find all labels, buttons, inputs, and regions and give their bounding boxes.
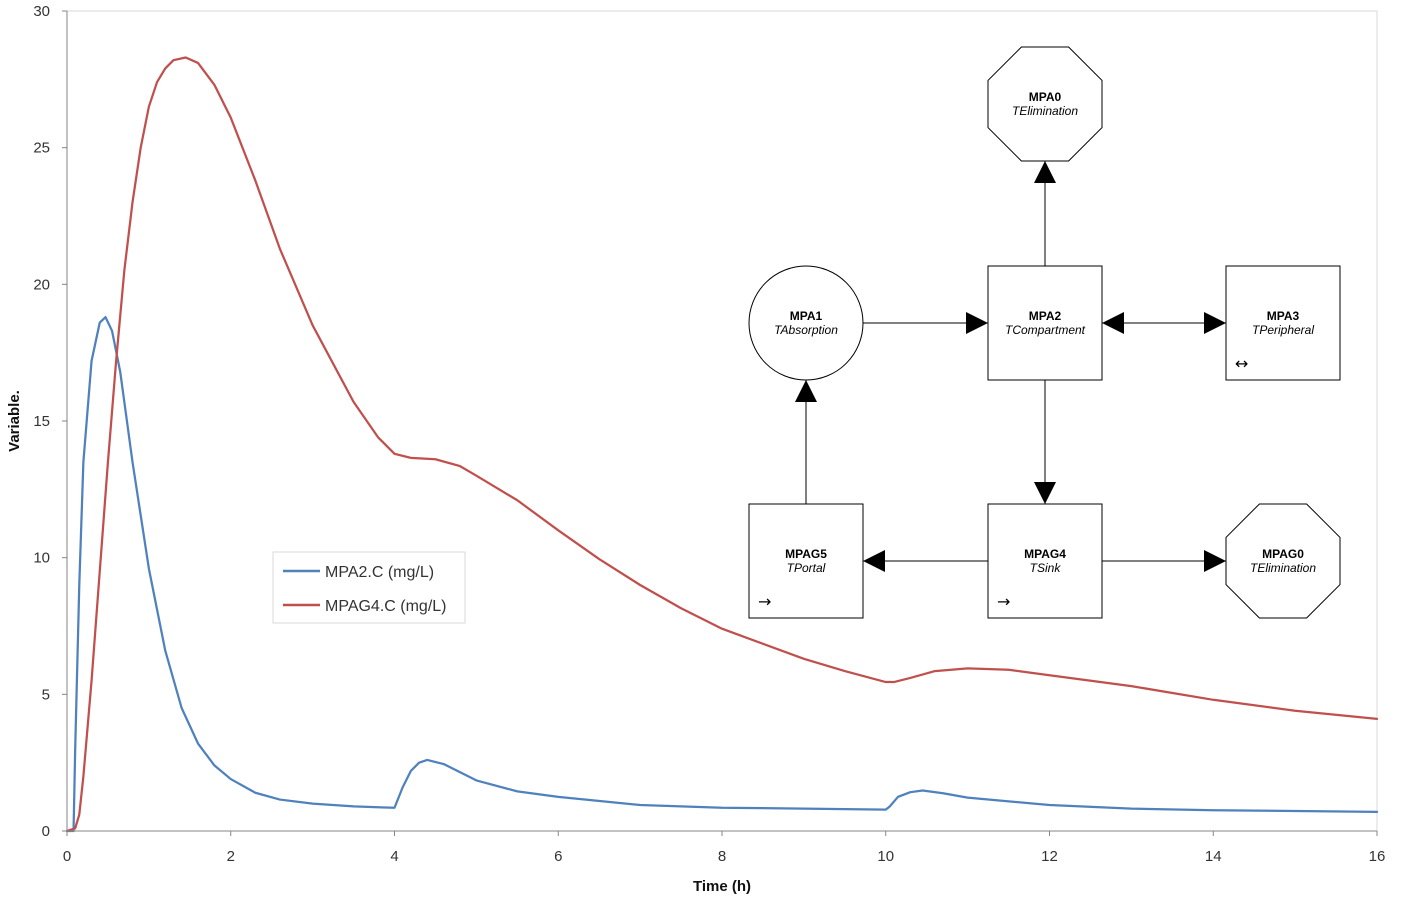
series-layer (65, 56, 1379, 833)
legend-box (272, 551, 466, 624)
series-line-1 (65, 56, 1379, 833)
node-name: MPAG5 (785, 547, 827, 561)
x-tick-label: 2 (227, 848, 235, 865)
node-octagon (1225, 503, 1341, 619)
y-tick-label: 20 (33, 276, 50, 293)
compartment-diagram: MPA0TEliminationMPA1TAbsorptionMPA2TComp… (748, 46, 1341, 619)
node-type: TSink (1030, 561, 1062, 575)
x-tick-label: 8 (718, 848, 726, 865)
y-tick-label: 10 (33, 550, 50, 567)
x-tick-label: 0 (63, 848, 71, 865)
node-box (748, 503, 864, 619)
legend-entry-0: MPA2.C (mg/L) (325, 564, 434, 581)
x-axis-title: Time (h) (693, 878, 751, 895)
x-tick-label: 6 (554, 848, 562, 865)
node-type: TAbsorption (774, 323, 838, 337)
node-name: MPA1 (790, 309, 823, 323)
y-tick-label: 5 (42, 686, 50, 703)
node-box (987, 503, 1103, 619)
node-octagon (987, 46, 1103, 162)
node-glyph: → (997, 592, 1010, 611)
y-tick-label: 25 (33, 140, 50, 157)
x-tick-label: 4 (390, 848, 398, 865)
node-name: MPA2 (1029, 309, 1062, 323)
y-tick-label: 15 (33, 413, 50, 430)
node-type: TElimination (1012, 104, 1078, 118)
legend-entry-1: MPAG4.C (mg/L) (325, 598, 447, 615)
node-type: TPortal (787, 561, 826, 575)
y-axis-title: Variable. (6, 390, 23, 452)
legend: MPA2.C (mg/L) MPAG4.C (mg/L) (272, 551, 466, 624)
node-name: MPAG0 (1262, 547, 1304, 561)
node-type: TCompartment (1005, 323, 1086, 337)
y-tick-label: 30 (33, 3, 50, 20)
node-type: TElimination (1250, 561, 1316, 575)
node-glyph: ↔ (1235, 354, 1248, 373)
x-tick-label: 10 (877, 848, 894, 865)
node-circle (748, 265, 864, 381)
node-name: MPA0 (1029, 90, 1062, 104)
node-box (987, 265, 1103, 381)
node-name: MPA3 (1267, 309, 1300, 323)
node-name: MPAG4 (1024, 547, 1066, 561)
series-line-0 (65, 316, 1379, 833)
x-tick-label: 16 (1369, 848, 1386, 865)
node-glyph: → (758, 592, 771, 611)
plot-area (66, 10, 1378, 832)
node-box (1225, 265, 1341, 381)
x-tick-label: 14 (1205, 848, 1222, 865)
plot-border (66, 10, 1378, 832)
node-type: TPeripheral (1252, 323, 1314, 337)
y-tick-label: 0 (42, 823, 50, 840)
x-tick-label: 12 (1041, 848, 1058, 865)
